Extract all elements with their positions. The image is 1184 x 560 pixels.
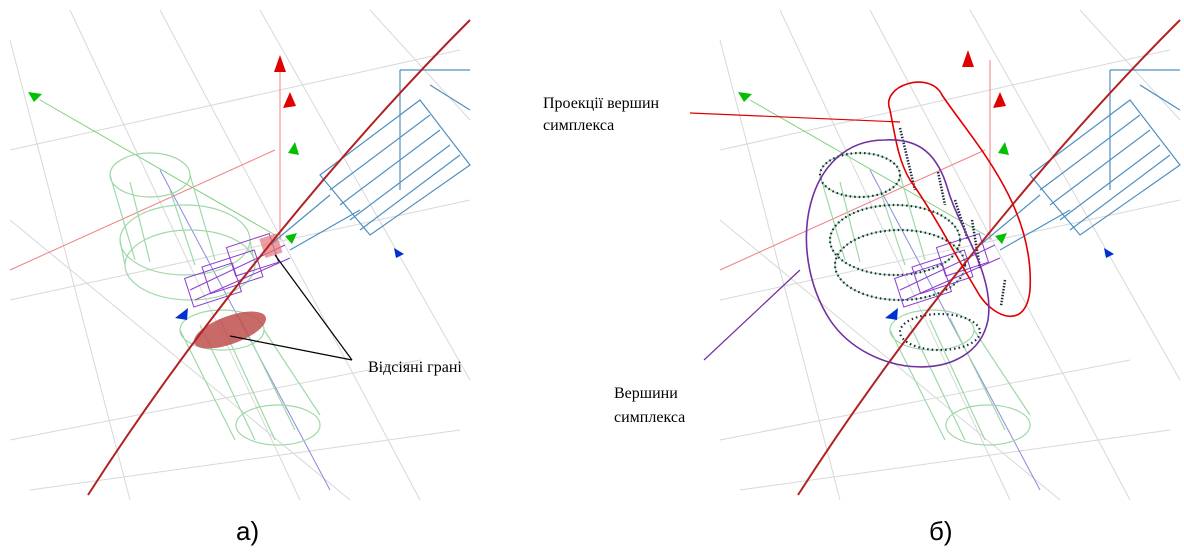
panel-left-scene (9, 9, 471, 501)
panel-left-caption: а) (236, 516, 260, 546)
filtered-faces-label: Відсіяні грані (368, 359, 462, 376)
green-cylinder-part (819, 152, 1031, 446)
filtered-face-ellipse (193, 311, 267, 349)
trajectory-curve (87, 19, 471, 496)
vertices-label-line2: симплекса (614, 409, 686, 426)
axis-lines (9, 60, 331, 491)
purple-gripper-part (893, 232, 1001, 308)
simplex-vertex-projections (898, 127, 1007, 307)
projections-label-line1: Проекції вершин (543, 95, 660, 112)
green-cylinder-part (109, 152, 321, 446)
annotation-leaders-left (229, 254, 353, 361)
blue-cylinder-part (979, 69, 1181, 251)
panel-right-scene (689, 9, 1181, 501)
arrow-cone-green-icon (738, 92, 1009, 244)
trajectory-curve (797, 19, 1181, 496)
annotation-leaders-right (689, 112, 901, 361)
vertices-outline (805, 139, 990, 368)
arrow-cone-red-icon (962, 50, 1006, 108)
panel-right-caption: б) (929, 516, 953, 546)
vertices-label-line1: Вершини (614, 385, 678, 402)
projections-outline (887, 81, 1031, 318)
arrow-cone-blue-icon (885, 248, 1114, 320)
blue-cylinder-part (269, 69, 471, 251)
arrow-cone-blue-icon (175, 248, 404, 320)
projections-label-line2: симплекса (543, 117, 615, 134)
arrow-cone-red-icon (274, 55, 296, 108)
arrow-cone-green-icon (28, 92, 299, 244)
